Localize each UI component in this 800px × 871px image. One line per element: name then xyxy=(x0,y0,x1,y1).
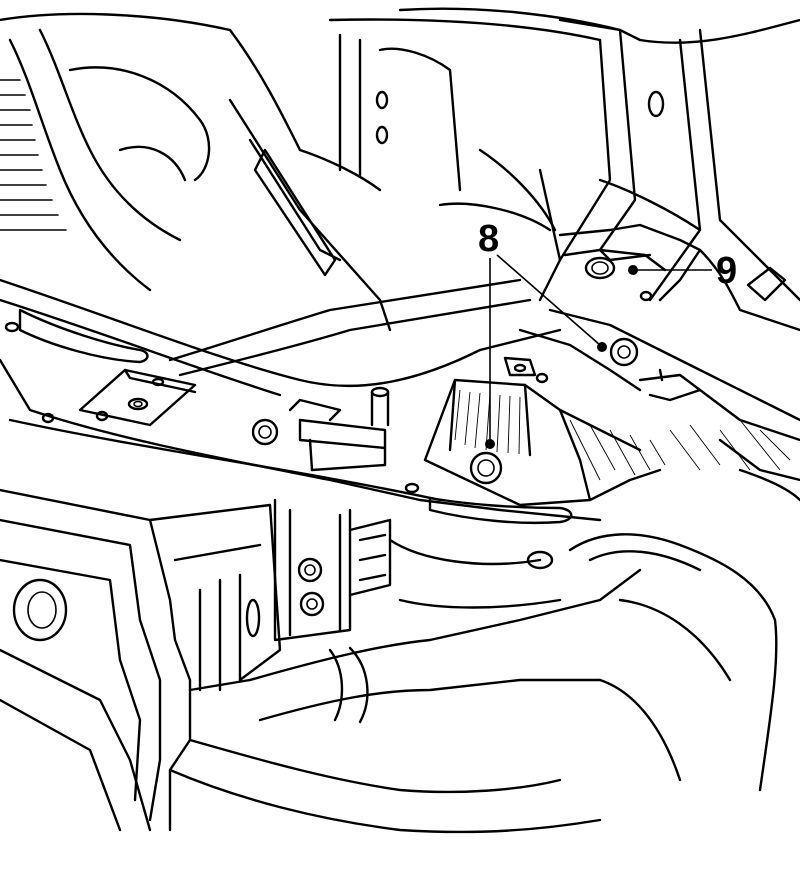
center-fittings xyxy=(251,356,549,472)
lower-frame-rail xyxy=(0,488,282,832)
lower-center-bracket xyxy=(273,498,392,642)
right-mount xyxy=(518,308,800,502)
upper-bracket xyxy=(558,223,800,332)
callout-9-leader xyxy=(628,265,712,275)
callout-8-pointer-dot-a xyxy=(485,439,495,449)
wheel-arch-area xyxy=(0,12,392,332)
callout-label-8: 8 xyxy=(478,218,499,260)
callout-8-leaders xyxy=(485,254,607,449)
small-bracket-left xyxy=(78,368,197,427)
callout-9-pointer-dot xyxy=(628,265,638,275)
mount-block xyxy=(423,378,662,507)
crossmember-plate xyxy=(0,278,602,525)
pillar-structure xyxy=(328,7,800,302)
callout-8-pointer-dot-b xyxy=(597,342,607,352)
lower-tube xyxy=(168,533,778,834)
callout-label-9: 9 xyxy=(716,250,737,292)
